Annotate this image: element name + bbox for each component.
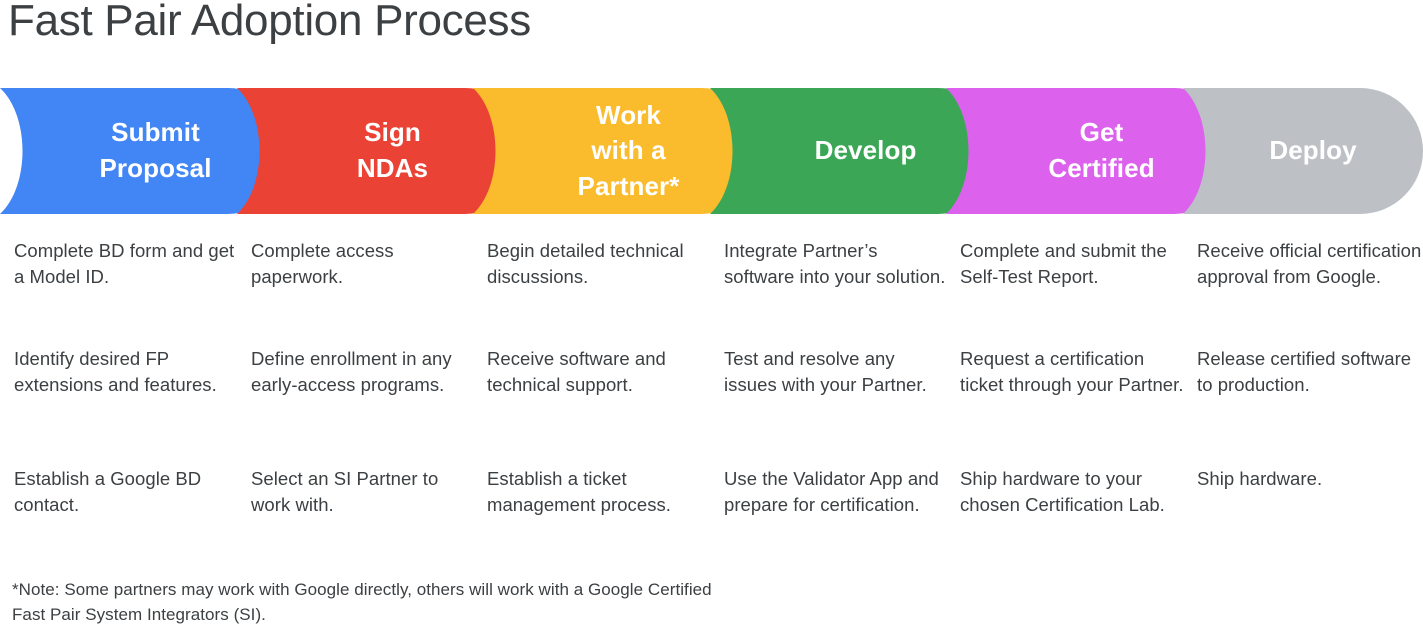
stage-item: Identify desired FP extensions and featu… [14, 348, 217, 396]
stage-item: Complete and submit the Self-Test Report… [960, 240, 1167, 288]
stage-item: Test and resolve any issues with your Pa… [724, 348, 927, 396]
chevron-shape-icon [1183, 88, 1423, 214]
chevron-shape-icon [473, 88, 764, 214]
process-step-deploy[interactable]: Deploy [1183, 88, 1423, 214]
stage-item: Complete access paperwork. [251, 240, 394, 288]
chevron-shape-icon [710, 88, 1001, 214]
stage-item: Establish a ticket management process. [487, 468, 671, 516]
stage-item: Ship hardware. [1197, 468, 1323, 489]
stage-item: Release certified software to production… [1197, 348, 1412, 396]
stage-item: Request a certification ticket through y… [960, 348, 1184, 396]
stage-item: Use the Validator App and prepare for ce… [724, 468, 939, 516]
stage-item: Ship hardware to your chosen Certificati… [960, 468, 1165, 516]
stage-columns: Complete BD form and get a Model ID. Iden… [0, 238, 1423, 568]
stage-item: Select an SI Partner to work with. [251, 468, 439, 516]
stage-item: Begin detailed technical discussions. [487, 240, 684, 288]
stage-item: Receive software and technical support. [487, 348, 666, 396]
footnote-note: *Note: Some partners may work with Googl… [12, 580, 712, 624]
stage-item: Receive official certification approval … [1197, 240, 1422, 288]
stage-item: Define enrollment in any early-access pr… [251, 348, 452, 396]
stage-item: Integrate Partner’s software into your s… [724, 240, 946, 288]
chevron-shape-icon [0, 88, 291, 214]
page-title: Fast Pair Adoption Process [8, 0, 531, 45]
chevron-shape-icon [946, 88, 1237, 214]
chevron-shape-icon [237, 88, 528, 214]
stage-item: Establish a Google BD contact. [14, 468, 202, 516]
stage-item: Complete BD form and get a Model ID. [14, 240, 235, 288]
